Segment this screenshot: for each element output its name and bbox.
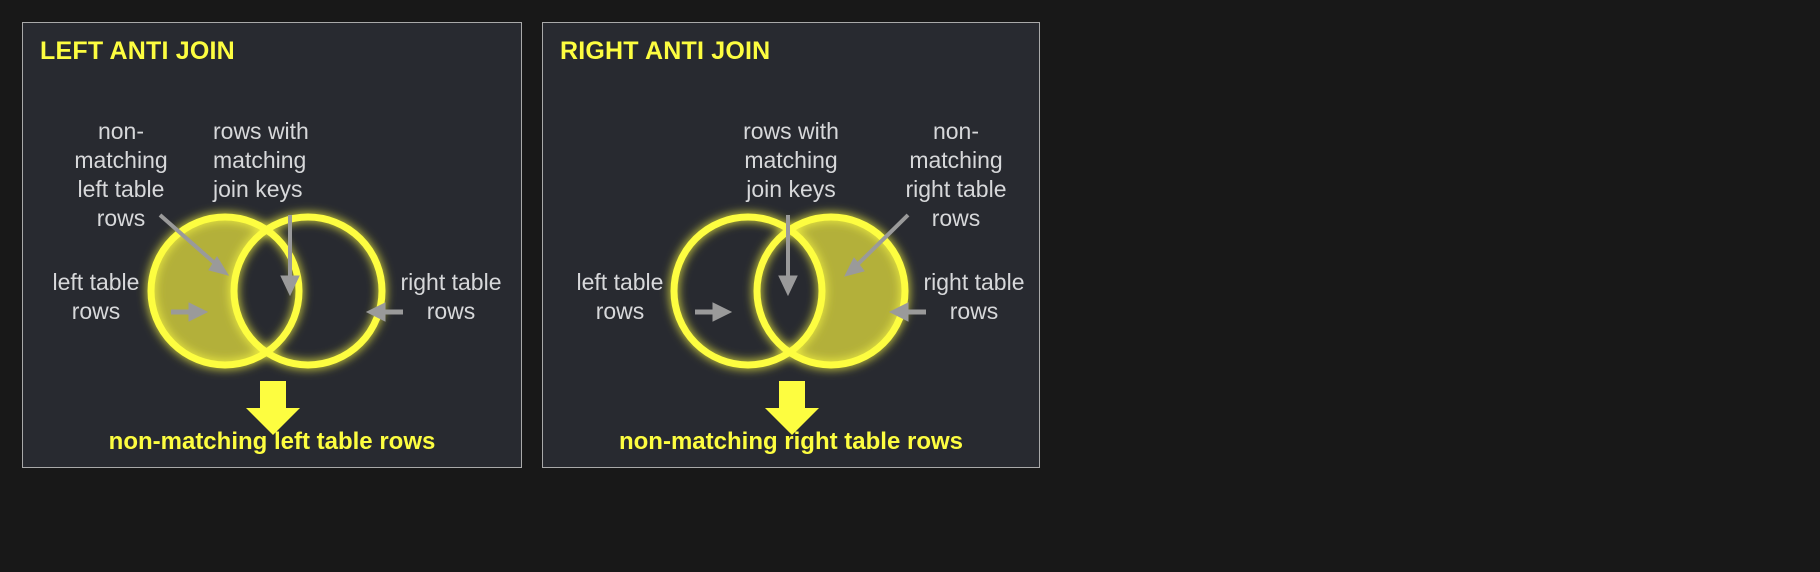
caption-right: non-matching right table rows (618, 428, 963, 455)
arrowhead-non-matching-left (208, 256, 230, 276)
venn-diagram-right (543, 23, 1041, 469)
venn-circle-right (753, 213, 909, 369)
arrowhead-non-matching-right (844, 257, 865, 277)
venn-circle-left (147, 213, 303, 369)
annotation-arrows-right (695, 213, 926, 322)
arrowhead-right-table-right (888, 302, 909, 322)
venn-circle-left (670, 213, 826, 369)
annotation-non-matching-left: non- matching left table rows (74, 118, 168, 231)
venn-svg-right (543, 23, 1041, 469)
venn-circle-outlines (147, 213, 386, 369)
annotation-non-matching-right: non- matching right table rows (905, 118, 1007, 231)
arrowhead-matching-right (778, 275, 798, 297)
arrowhead-matching-left (280, 275, 300, 297)
leader-non-matching-left (158, 213, 221, 269)
annotation-matching-right: rows with matching join keys (743, 118, 839, 202)
venn-diagram-left (23, 23, 523, 469)
arrowhead-left-table-right (712, 302, 733, 322)
annotation-right-table-rows-right: right table rows (923, 269, 1025, 324)
venn-circle-outlines (670, 213, 909, 369)
annotation-right-table-rows-left: right table rows (400, 269, 502, 324)
leader-non-matching-right (853, 213, 910, 269)
venn-svg-left (23, 23, 523, 469)
panel-left-anti-join: LEFT ANTI JOIN (22, 22, 523, 469)
result-down-arrow-right (765, 381, 819, 435)
panel-right-anti-join: RIGHT ANTI JOIN (542, 22, 1041, 469)
annotation-left-table-rows-left: left table rows (52, 269, 140, 324)
arrowhead-left-table-left (188, 302, 209, 322)
annotation-matching-left: rows with matching join keys (213, 118, 309, 202)
result-down-arrow-left (246, 381, 300, 435)
arrowhead-right-table-left (365, 302, 386, 322)
annotation-left-table-rows-right: left table rows (576, 269, 664, 324)
caption-left: non-matching left table rows (108, 428, 436, 455)
annotation-arrows-left (158, 213, 403, 322)
venn-circle-right (230, 213, 386, 369)
